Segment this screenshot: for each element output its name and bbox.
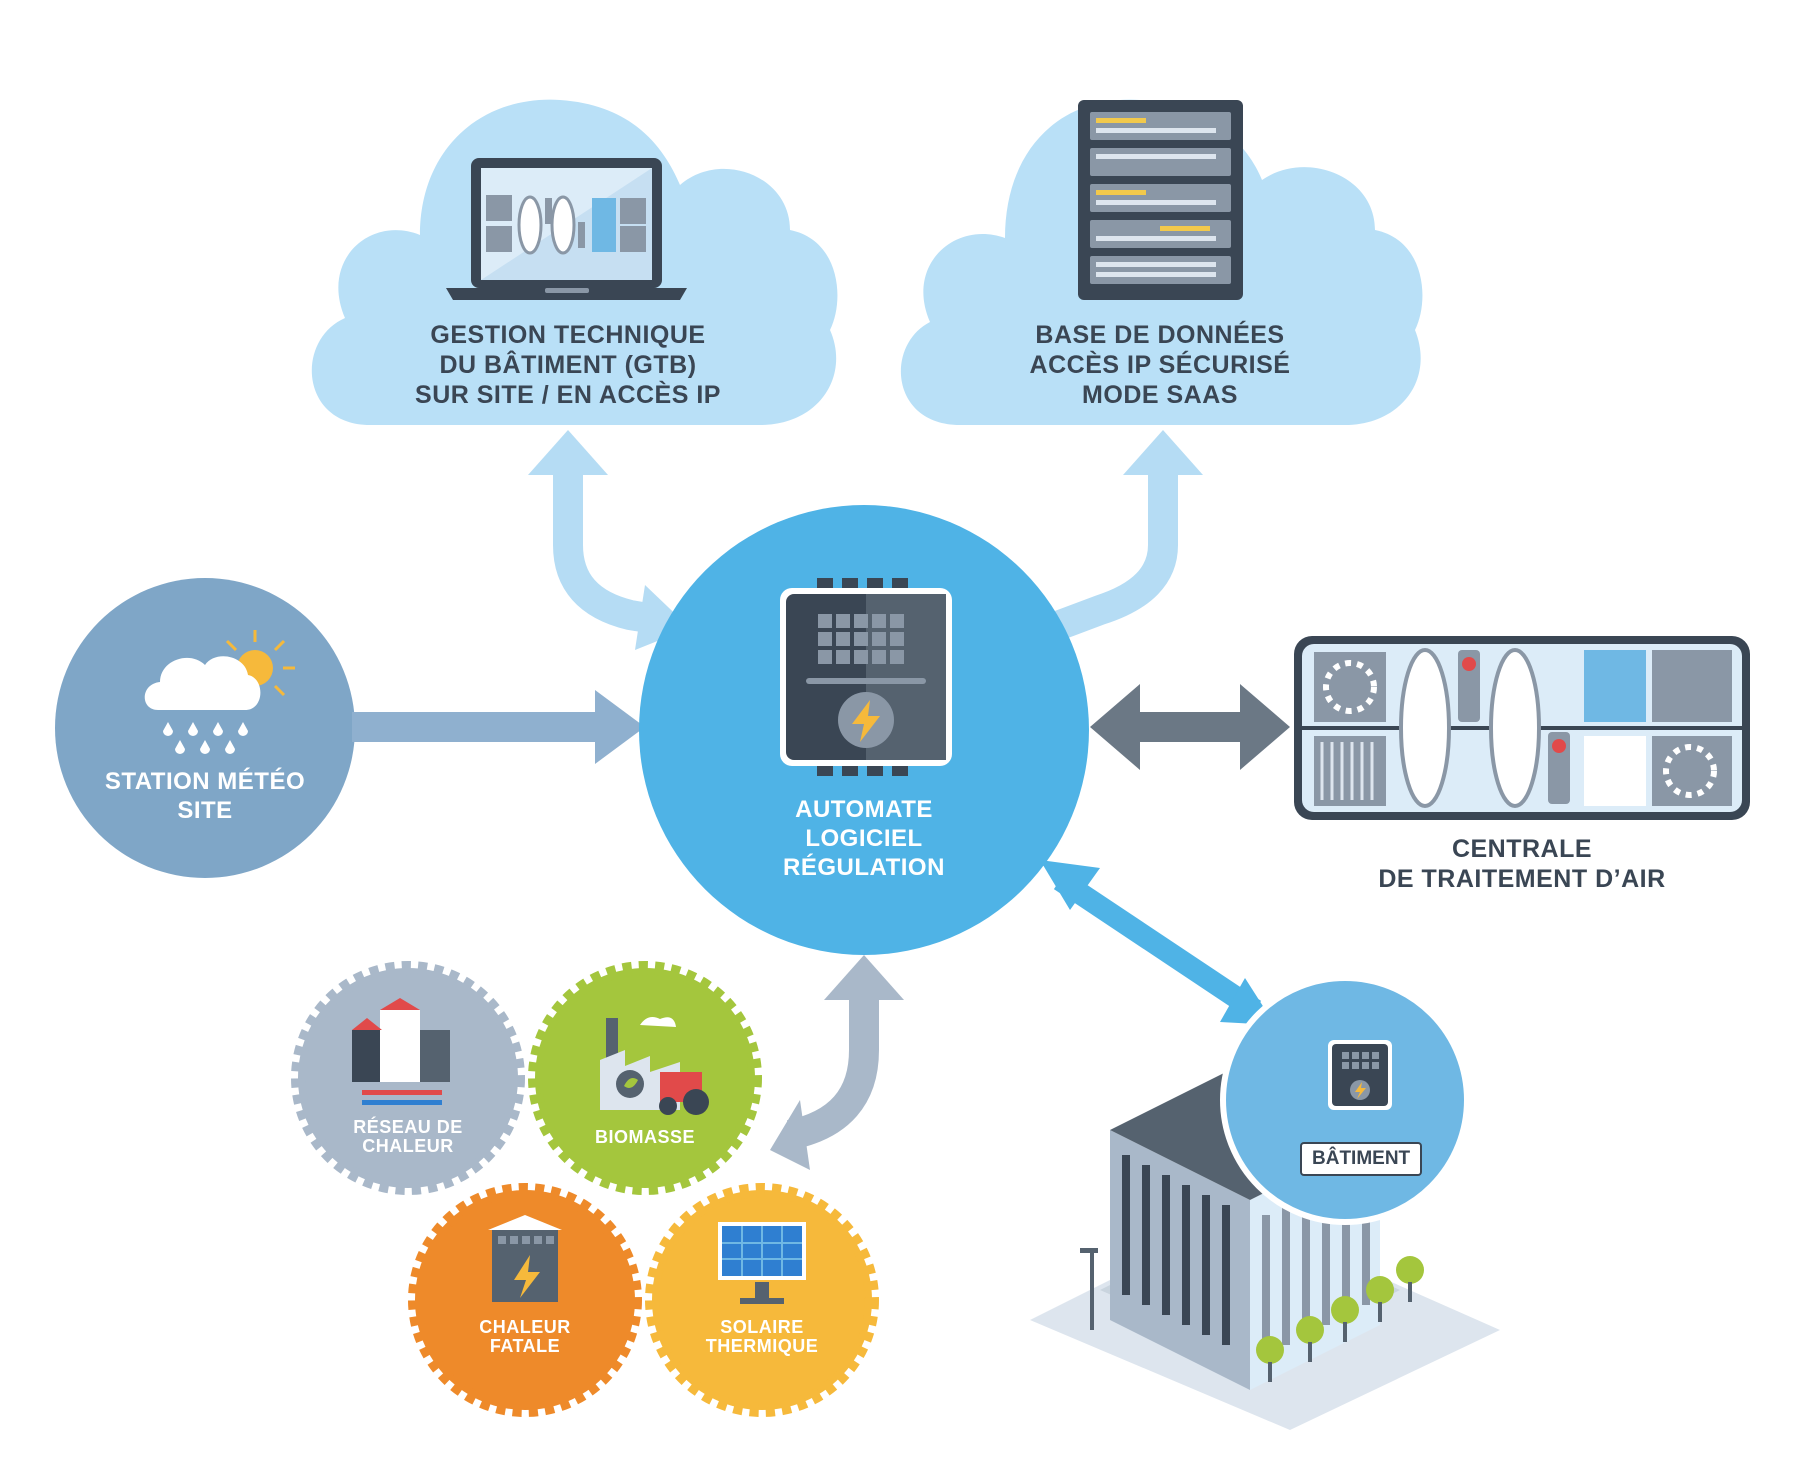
ahu-label: CENTRALE DE TRAITEMENT D’AIR <box>1362 834 1682 894</box>
gtb-label-line-2: DU BÂTIMENT (GTB) <box>439 351 697 379</box>
arrow-sources-controller <box>770 955 904 1170</box>
district-heating-icon <box>352 998 450 1105</box>
weather-label: STATION MÉTÉO SITE <box>85 768 325 826</box>
badge-solaire-thermique <box>645 1183 879 1417</box>
badge-biomasse <box>528 961 762 1195</box>
biomasse-label: BIOMASSE <box>555 1128 735 1147</box>
server-rack-icon <box>1078 100 1243 300</box>
chaleur-fatale-label: CHALEUR FATALE <box>435 1318 615 1356</box>
reseau-chaleur-line-1: RÉSEAU DE <box>353 1117 463 1137</box>
database-label: BASE DE DONNÉES ACCÈS IP SÉCURISÉ MODE S… <box>950 320 1370 410</box>
controller-label-line-3: RÉGULATION <box>783 853 945 881</box>
arrow-controller-ahu <box>1090 684 1290 770</box>
gtb-label-line-3: SUR SITE / EN ACCÈS IP <box>415 381 721 409</box>
weather-label-line-2: SITE <box>177 796 233 824</box>
solaire-thermique-line-1: SOLAIRE <box>720 1317 804 1337</box>
arrow-gtb-controller <box>528 430 690 650</box>
gtb-label-line-1: GESTION TECHNIQUE <box>430 321 706 349</box>
ahu-label-line-2: DE TRAITEMENT D’AIR <box>1378 865 1666 893</box>
badge-reseau-chaleur <box>291 961 525 1195</box>
ahu-label-line-1: CENTRALE <box>1451 835 1593 863</box>
gtb-label: GESTION TECHNIQUE DU BÂTIMENT (GTB) SUR … <box>358 320 778 410</box>
controller-lightning-icon <box>780 578 952 776</box>
biomasse-line-1: BIOMASSE <box>594 1127 695 1147</box>
database-label-line-1: BASE DE DONNÉES <box>1035 321 1285 349</box>
building-controller-icon <box>1328 1040 1392 1110</box>
reseau-chaleur-label: RÉSEAU DE CHALEUR <box>318 1118 498 1156</box>
solaire-thermique-line-2: THERMIQUE <box>705 1335 819 1356</box>
reseau-chaleur-line-2: CHALEUR <box>362 1135 454 1156</box>
controller-label-line-2: LOGICIEL <box>805 824 923 852</box>
database-label-line-3: MODE SAAS <box>1082 381 1238 409</box>
chaleur-fatale-line-2: FATALE <box>489 1335 561 1356</box>
database-label-line-2: ACCÈS IP SÉCURISÉ <box>1029 351 1291 379</box>
badge-chaleur-fatale <box>408 1183 642 1417</box>
controller-label: AUTOMATE LOGICIEL RÉGULATION <box>744 796 984 882</box>
weather-label-line-1: STATION MÉTÉO <box>104 768 306 795</box>
solaire-thermique-label: SOLAIRE THERMIQUE <box>672 1318 852 1356</box>
weather-cloud-sun-rain-icon <box>144 630 295 754</box>
air-handling-unit-icon <box>1294 636 1750 820</box>
solar-panel-icon <box>718 1222 806 1304</box>
weather-station-circle <box>55 578 355 878</box>
arrow-database-controller <box>1054 430 1203 640</box>
building-tag: BÂTIMENT <box>1300 1142 1423 1176</box>
controller-label-line-1: AUTOMATE <box>795 796 933 823</box>
laptop-icon <box>446 158 687 300</box>
arrow-controller-building <box>1040 860 1275 1025</box>
arrow-weather-controller <box>352 690 645 764</box>
waste-heat-building-icon <box>488 1215 562 1302</box>
chaleur-fatale-line-1: CHALEUR <box>479 1317 571 1337</box>
biomass-factory-tractor-icon <box>600 1017 709 1115</box>
